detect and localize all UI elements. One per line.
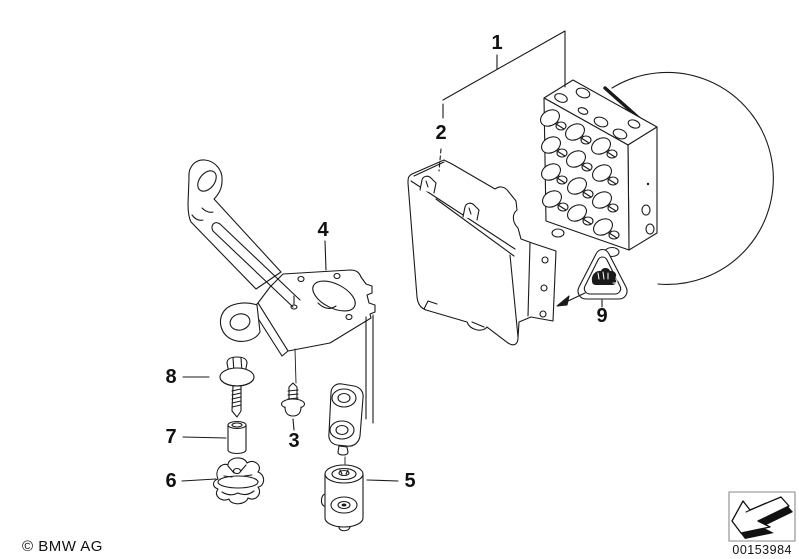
callout-1[interactable]: 1 <box>491 32 503 54</box>
flange-hole <box>541 256 549 264</box>
callout-6[interactable]: 6 <box>165 470 177 492</box>
callout-9[interactable]: 9 <box>596 305 608 327</box>
arrow-fold-line <box>745 502 767 513</box>
control-module-drawing <box>407 159 557 346</box>
bushing-eye-inner <box>335 424 349 436</box>
warning-triangle-drawing <box>556 248 628 308</box>
cutout-detail <box>317 302 337 309</box>
module-right-bevel <box>509 254 519 338</box>
triangle-inner <box>583 256 622 295</box>
plate-hole <box>297 275 305 283</box>
arm-eyelet-hole <box>197 170 217 192</box>
copyright-text: © BMW AG <box>22 538 103 555</box>
callout-3[interactable]: 3 <box>288 430 300 452</box>
callout-4[interactable]: 4 <box>317 219 329 241</box>
bracket-tab <box>219 302 261 342</box>
arrowhead-9 <box>556 295 570 307</box>
callout-5[interactable]: 5 <box>404 470 416 492</box>
flange-hole <box>540 284 548 292</box>
bushing-peg <box>337 445 349 456</box>
arm-rib <box>211 222 301 308</box>
flange-hole <box>539 310 547 318</box>
mount-5-drawing <box>320 464 399 532</box>
sleeve-7-drawing <box>182 420 247 455</box>
screw-3-drawing <box>280 382 306 431</box>
bottom-foot <box>551 228 565 238</box>
module-bevel-line <box>413 161 445 177</box>
callout-8[interactable]: 8 <box>165 366 177 388</box>
callout-2[interactable]: 2 <box>435 122 447 144</box>
icon-detail <box>597 271 618 284</box>
arrow-face <box>731 496 790 534</box>
bushing-eye-inner <box>337 392 351 404</box>
bracket-arm <box>187 159 282 290</box>
leader-5 <box>366 479 399 482</box>
leader-4 <box>324 240 327 271</box>
grommet-6-drawing <box>181 457 265 505</box>
leader-2-dashed <box>438 148 442 172</box>
leader-7 <box>182 436 227 439</box>
callout-7[interactable]: 7 <box>165 426 177 448</box>
page-back-arrow-icon[interactable] <box>728 491 796 542</box>
bracket-plate <box>257 269 376 352</box>
top-ports <box>554 87 641 140</box>
screw-hole <box>290 304 298 310</box>
module-housing-line <box>435 198 515 257</box>
bracket-drawing <box>187 159 376 465</box>
leader-1 <box>442 30 566 101</box>
pinch-hazard-icon <box>591 268 617 285</box>
plate-hole <box>333 272 341 280</box>
side-holes <box>641 182 655 235</box>
document-number: 00153984 <box>732 543 792 557</box>
plate-oval-cutout <box>312 280 356 312</box>
tab-hole <box>229 313 251 331</box>
leader-3 <box>292 418 295 431</box>
pump-motor-outline <box>611 71 774 285</box>
module-clip <box>419 175 437 194</box>
plate-hole <box>345 313 353 321</box>
flange-fold-line <box>527 242 531 317</box>
module-clip <box>462 202 480 221</box>
arm-detail <box>191 207 214 221</box>
bracket-strip <box>365 314 374 424</box>
callout-leaders <box>324 30 566 271</box>
leader-6 <box>181 478 217 482</box>
screw-8-drawing <box>182 356 255 418</box>
bottom-step-line <box>423 300 438 310</box>
valve-stems <box>540 109 620 240</box>
bushing-eye <box>331 388 357 408</box>
hydro-unit-drawing <box>540 71 774 285</box>
leader-plate-to-screw <box>294 348 297 384</box>
bottom-ear-line <box>471 321 485 328</box>
bushing-eye <box>329 420 355 440</box>
arrow-line-9 <box>565 292 586 303</box>
